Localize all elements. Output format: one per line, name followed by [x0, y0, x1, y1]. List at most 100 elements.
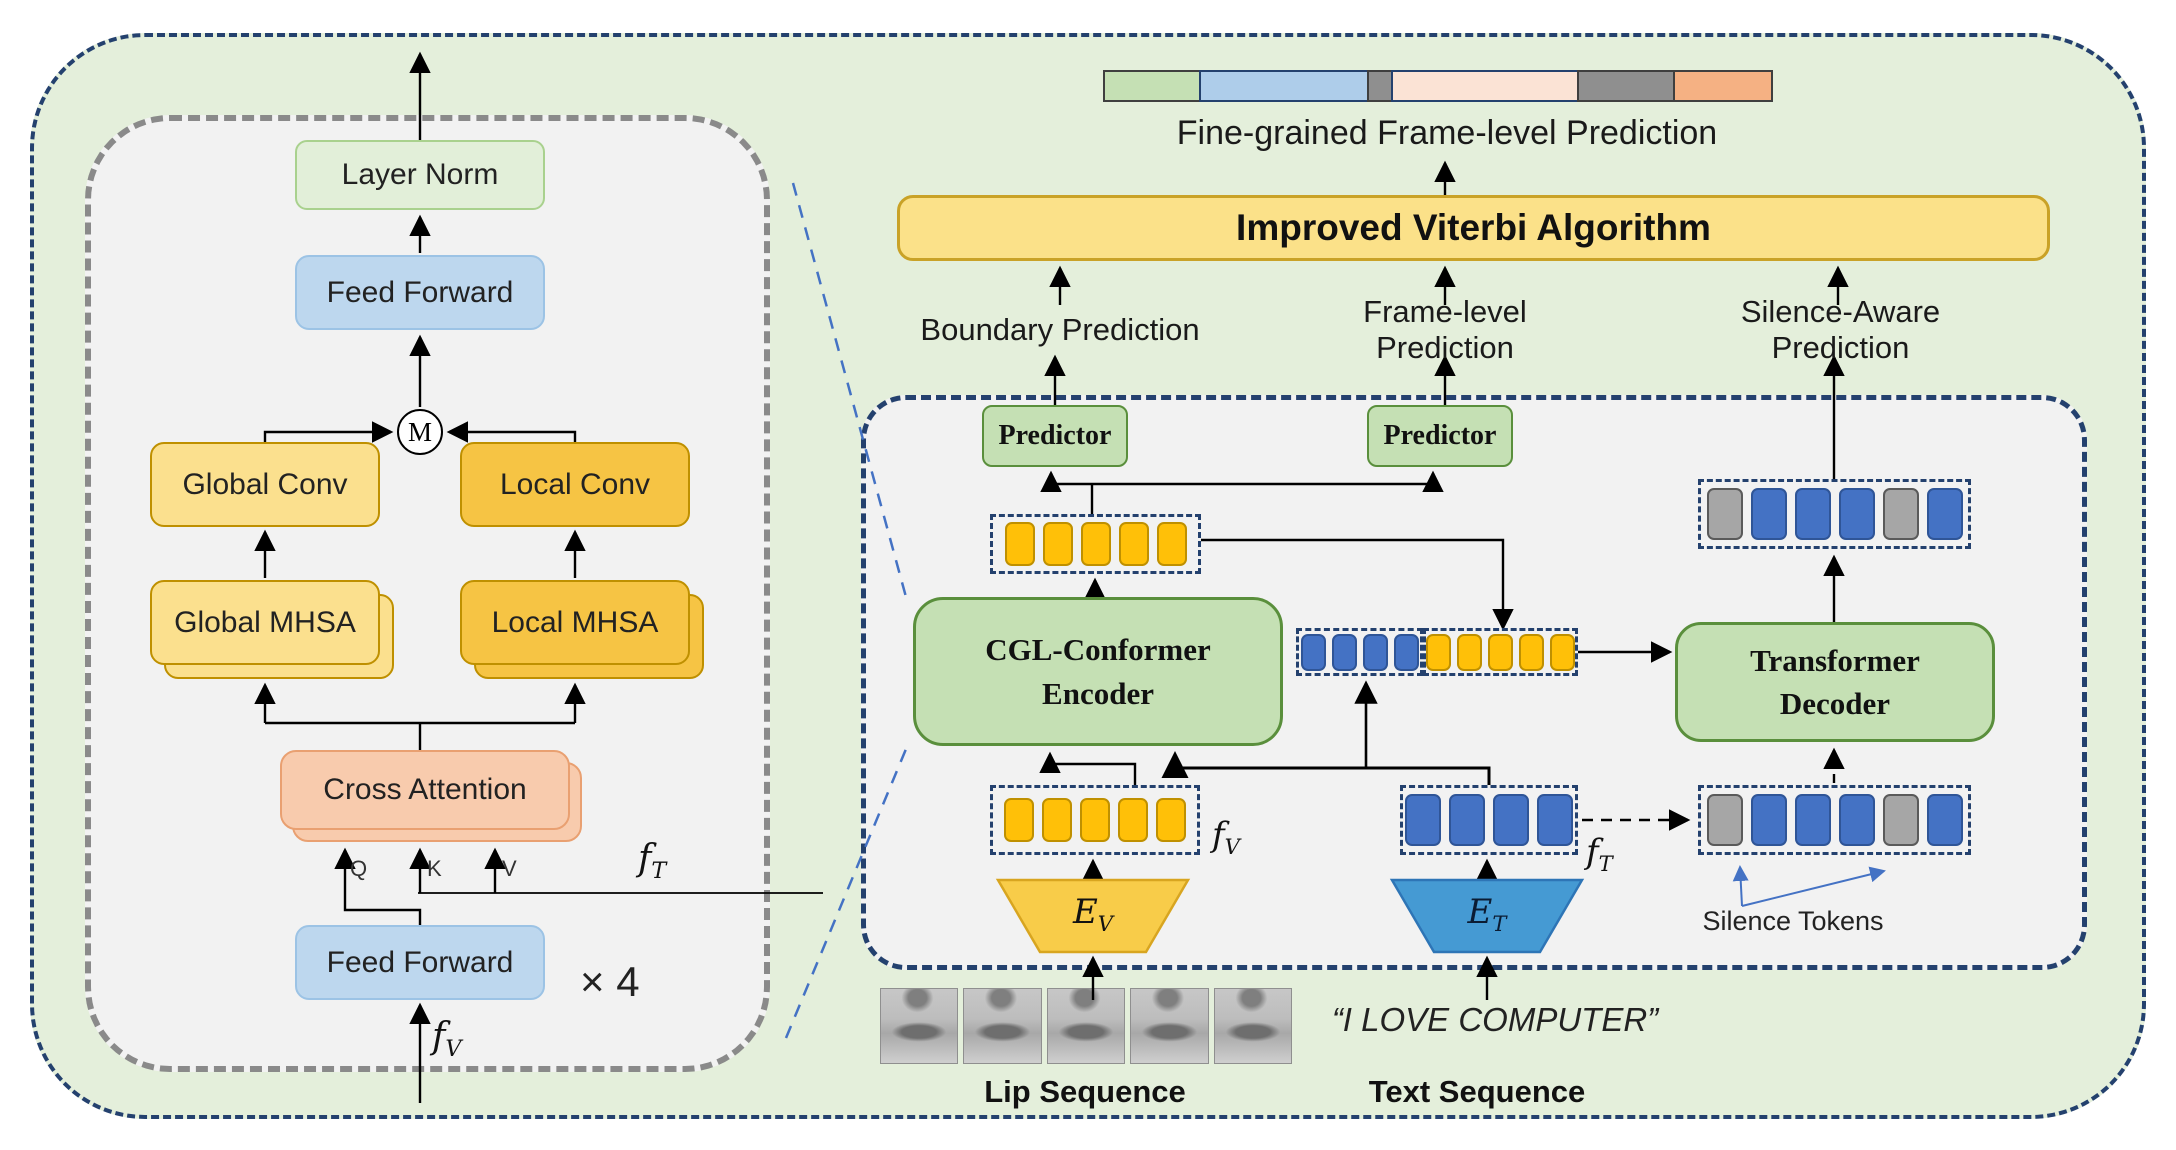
orange-token	[1004, 798, 1034, 842]
orange-token	[1426, 633, 1451, 671]
lip-frame	[963, 988, 1042, 1064]
silence-tokens-label: Silence Tokens	[1702, 905, 1884, 936]
local-conv-box: Local Conv	[460, 442, 690, 527]
predictor1-label: Predictor	[998, 420, 1112, 451]
blue-token	[1405, 794, 1441, 846]
blue-token	[1750, 794, 1787, 846]
local-mhsa-label: Local MHSA	[491, 605, 659, 639]
encoder-output-sequence	[990, 514, 1201, 574]
gray-token	[1882, 488, 1919, 540]
cgl-conformer-encoder-box: CGL-Conformer Encoder	[913, 597, 1283, 746]
blue-token	[1331, 633, 1357, 671]
v-label: V	[502, 856, 517, 881]
blue-token	[1838, 794, 1875, 846]
orange-token	[1488, 633, 1513, 671]
et-label: ET	[1467, 892, 1507, 936]
merge-symbol: M	[407, 416, 432, 447]
multiplier-label: × 4	[580, 958, 640, 1005]
orange-token	[1042, 798, 1072, 842]
gray-segment	[1577, 70, 1675, 102]
decoder-input-sequence	[1698, 785, 1971, 855]
viterbi-box: Improved Viterbi Algorithm	[897, 195, 2050, 261]
text-sequence-label: Text Sequence	[1368, 1074, 1586, 1109]
orange-token	[1080, 522, 1111, 566]
encoder-label: CGL-Conformer Encoder	[985, 632, 1211, 711]
ft-line-label: fT	[638, 838, 667, 885]
blue-token	[1362, 633, 1388, 671]
gray-token	[1706, 794, 1743, 846]
blue-token	[1794, 488, 1831, 540]
predictor2-box: Predictor	[1367, 405, 1513, 467]
blue-token	[1926, 794, 1963, 846]
boundary-prediction-label: Boundary Prediction	[920, 312, 1200, 347]
global-mhsa-label: Global MHSA	[174, 605, 356, 639]
blue-token	[1537, 794, 1573, 846]
global-conv-label: Global Conv	[182, 467, 348, 501]
layer-norm-label: Layer Norm	[341, 158, 499, 191]
orange-token	[1080, 798, 1110, 842]
fine-grained-label: Fine-grained Frame-level Prediction	[1176, 113, 1718, 152]
cross-attention-label: Cross Attention	[323, 773, 527, 806]
lip-sequence-label: Lip Sequence	[984, 1074, 1186, 1109]
q-label: Q	[350, 856, 368, 881]
blue-token	[1300, 633, 1326, 671]
local-mhsa-box: Local MHSA	[460, 580, 690, 665]
orange-segment	[1673, 70, 1773, 102]
silence-aware-prediction-label: Silence-Aware Prediction	[1740, 294, 1941, 365]
fv-sequence	[990, 785, 1200, 855]
transformer-decoder-box: Transformer Decoder	[1675, 622, 1995, 742]
gray-token	[1706, 488, 1743, 540]
concat-blue-sequence	[1296, 628, 1423, 676]
feed-forward-top-label: Feed Forward	[326, 275, 514, 309]
text-input: “I LOVE COMPUTER”	[1331, 1001, 1659, 1038]
frame-level-prediction-label: Frame-level Prediction	[1363, 294, 1527, 365]
concat-orange-sequence	[1423, 628, 1578, 676]
global-mhsa-box: Global MHSA	[150, 580, 380, 665]
ev-label: EV	[1072, 892, 1114, 936]
lip-sequence-strip	[880, 988, 1293, 1064]
blue-segment	[1199, 70, 1369, 102]
global-conv-box: Global Conv	[150, 442, 380, 527]
blue-token	[1449, 794, 1485, 846]
blue-token	[1750, 488, 1787, 540]
local-conv-label: Local Conv	[499, 467, 651, 501]
orange-token	[1457, 633, 1482, 671]
lip-frame	[1130, 988, 1209, 1064]
blue-token	[1838, 488, 1875, 540]
orange-token	[1156, 798, 1186, 842]
predictor2-label: Predictor	[1383, 420, 1497, 451]
gray-token	[1882, 794, 1919, 846]
orange-token	[1118, 798, 1148, 842]
lip-frame	[880, 988, 959, 1064]
blue-token	[1926, 488, 1963, 540]
cross-attention-box: Cross Attention	[280, 750, 570, 830]
fine-grained-bar	[1103, 70, 1785, 102]
orange-token	[1550, 633, 1575, 671]
orange-token	[1156, 522, 1187, 566]
ft-sequence	[1400, 785, 1578, 855]
orange-token	[1519, 633, 1544, 671]
orange-token	[1042, 522, 1073, 566]
decoder-label: Transformer Decoder	[1750, 642, 1920, 721]
feed-forward-bottom-box: Feed Forward	[295, 925, 545, 1000]
viterbi-label: Improved Viterbi Algorithm	[1236, 207, 1711, 248]
merge-circle: M	[397, 409, 443, 455]
gray-segment	[1367, 70, 1393, 102]
feed-forward-top-box: Feed Forward	[295, 255, 545, 330]
lip-frame	[1046, 988, 1126, 1064]
blue-token	[1493, 794, 1529, 846]
orange-token	[1118, 522, 1149, 566]
predictor1-box: Predictor	[982, 405, 1128, 467]
feed-forward-bottom-label: Feed Forward	[326, 945, 514, 979]
blue-token	[1393, 633, 1419, 671]
fv-sequence-label: fV	[1212, 815, 1240, 859]
layer-norm-box: Layer Norm	[295, 140, 545, 210]
fv-input-label: fV	[432, 1016, 462, 1063]
peach-segment	[1391, 70, 1579, 102]
blue-token	[1794, 794, 1831, 846]
decoder-output-sequence	[1698, 479, 1971, 549]
green-segment	[1103, 70, 1201, 102]
ft-sequence-label: fT	[1586, 832, 1613, 876]
orange-token	[1004, 522, 1035, 566]
